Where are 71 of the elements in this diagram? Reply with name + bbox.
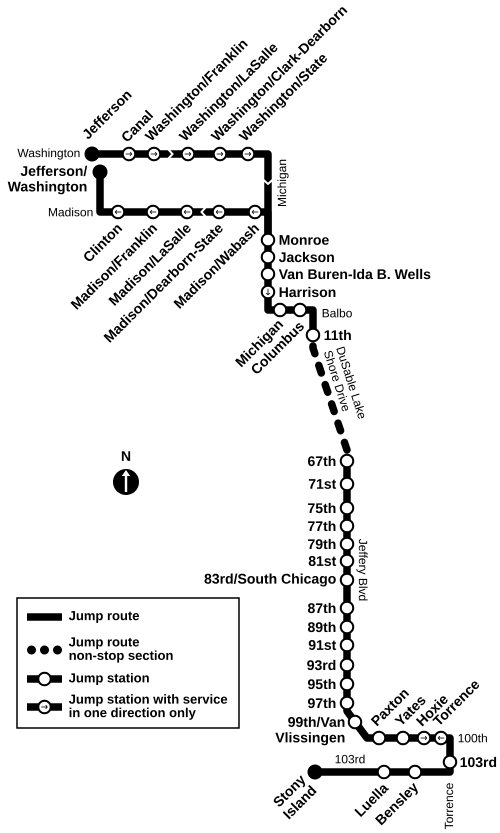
route-line [321,768,378,776]
station-name: 97th [308,698,336,708]
route-line [224,208,250,216]
route-line [343,670,351,678]
station-name: 11th [324,330,351,340]
street-name: Michigan [277,160,289,206]
route-line [343,707,355,720]
route-line [343,532,351,538]
street-name: 103rd [336,754,365,764]
route-line [158,208,182,216]
route-line [343,514,351,520]
route-line [343,550,351,556]
legend-label: Jump station with service in one direction only [68,694,228,720]
station-name: 103rd [460,756,496,768]
route-line [124,208,148,216]
route-line [384,734,398,742]
legend-label: Jump station [68,672,149,686]
route-line [343,614,351,622]
street-name: Balbo [322,308,352,318]
route-line [343,466,351,478]
route-line [134,150,148,158]
station-name: 75th [308,502,336,514]
route-line [390,768,410,776]
dashed-route-line [309,342,351,454]
route-line [343,650,351,660]
station-name: 89th [308,622,336,632]
station-name: 93rd [307,660,336,670]
route-line [408,734,418,742]
route-line [343,690,351,698]
station-name: 99th/Van Vlissingen [275,716,344,746]
route-line [194,150,214,158]
route-line [286,306,294,314]
route-line [343,586,351,602]
street-name: Torrence [444,783,454,830]
station-name: Monroe [280,235,329,245]
route-line [343,566,351,574]
street-name: Washington [17,148,80,160]
route-line [306,306,317,330]
north-label: N [122,451,130,461]
route-line [430,734,436,742]
route-line [260,208,272,234]
station-name: Jackson [278,252,334,262]
route-line [264,262,272,268]
route-line [446,734,454,756]
street-name: DuSable Lake Shore Drive [324,346,364,419]
route-line [355,724,374,742]
street-name: 100th [458,734,487,742]
legend-label: Jump route non-stop section [68,637,173,663]
station-name: Van Buren-Ida B. Wells [278,268,430,280]
station-name: 71st [308,479,336,489]
station-name: Harrison [280,286,336,298]
street-name: Madison [48,208,93,216]
station-name: 67th [308,456,336,466]
station-name: 95th [308,678,336,690]
route-line [226,150,242,158]
route-line [264,298,274,314]
station-name: 91st [308,640,336,650]
station-name: 77th [308,520,336,532]
route-line [343,632,351,640]
station-name: 87th [308,602,336,614]
station-name: 83rd/South Chicago [204,573,336,587]
station-name: 81st [308,556,336,566]
station-name: Jefferson/ Washington [8,166,88,194]
station-name: 79th [308,538,336,550]
route-line [343,490,351,502]
route-line [264,280,272,286]
route-line [264,246,272,252]
street-name: Jeffery Blvd [356,538,368,600]
legend-label: Jump route [68,611,140,623]
route-line [420,768,454,776]
route-line [98,150,124,158]
